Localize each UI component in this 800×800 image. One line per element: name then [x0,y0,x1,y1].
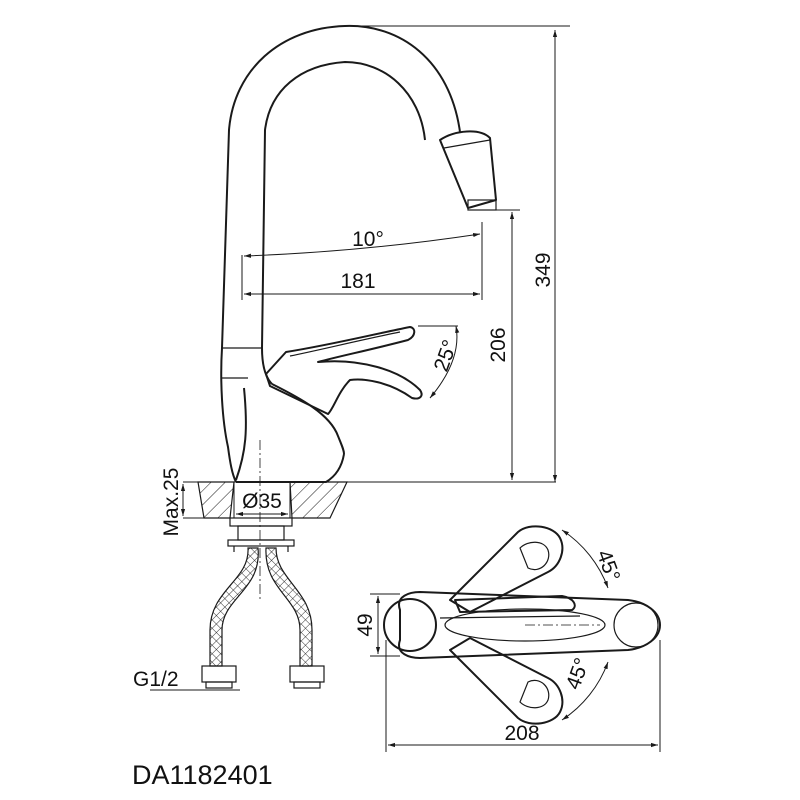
top-view [383,525,661,725]
height-spout-label: 206 [487,327,510,362]
swivel-angle-bottom-label: 45° [562,655,594,693]
max-thickness-label: Max.25 [160,468,183,537]
top-length-label: 208 [504,722,539,745]
lever-angle-label: 25° [430,337,462,375]
side-view [183,24,556,689]
lever-handle [265,326,423,415]
mounting-assembly [227,517,295,552]
body-width-label: 49 [354,613,377,636]
model-number: DA1182401 [132,760,273,790]
height-total-label: 349 [532,252,555,287]
spout [221,24,497,349]
hole-diameter-label: Ø35 [242,490,282,513]
spout-angle-label: 10° [352,228,384,251]
faucet-body [220,347,345,483]
countertop-section [183,481,556,519]
flexible-hoses [201,547,325,689]
swivel-angle-top-label: 45° [592,547,624,585]
thread-label: G1/2 [133,668,179,691]
top-dimensions: 49 208 45° 45° [354,547,661,752]
side-dimensions: 349 206 181 10° 25° Max.25 Ø35 G1/2 [133,25,570,691]
reach-label: 181 [340,270,375,293]
